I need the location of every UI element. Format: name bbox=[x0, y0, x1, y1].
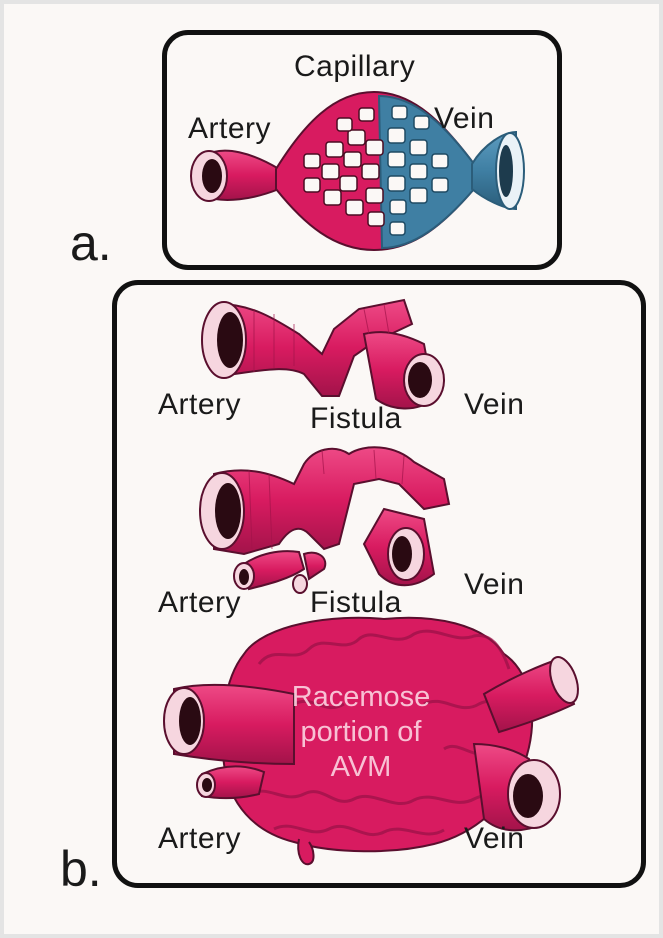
panel-a-letter: a. bbox=[70, 218, 112, 268]
vessel-illustrations bbox=[4, 4, 659, 934]
capillary-label: Capillary bbox=[294, 52, 415, 82]
panel-b-tortuous-fistula bbox=[200, 447, 449, 593]
panel-a-vein-label: Vein bbox=[434, 104, 494, 134]
fistula2-artery-label: Artery bbox=[158, 588, 241, 618]
fistula2-vein-label: Vein bbox=[464, 570, 524, 600]
avm-artery-label: Artery bbox=[158, 824, 241, 854]
fistula1-vein-label: Vein bbox=[464, 390, 524, 420]
avm-vein-label: Vein bbox=[464, 824, 524, 854]
figure-canvas: Capillary Artery Vein a. Artery Fistula … bbox=[4, 4, 659, 934]
avm-label-line2: portion of bbox=[266, 715, 456, 750]
panel-a-artery-label: Artery bbox=[188, 114, 271, 144]
avm-label-line1: Racemose bbox=[266, 680, 456, 715]
avm-label: Racemose portion of AVM bbox=[266, 680, 456, 784]
fistula1-artery-label: Artery bbox=[158, 390, 241, 420]
avm-label-line3: AVM bbox=[266, 750, 456, 785]
fistula2-fistula-label: Fistula bbox=[310, 588, 402, 618]
fistula1-fistula-label: Fistula bbox=[310, 404, 402, 434]
panel-b-letter: b. bbox=[60, 844, 102, 894]
